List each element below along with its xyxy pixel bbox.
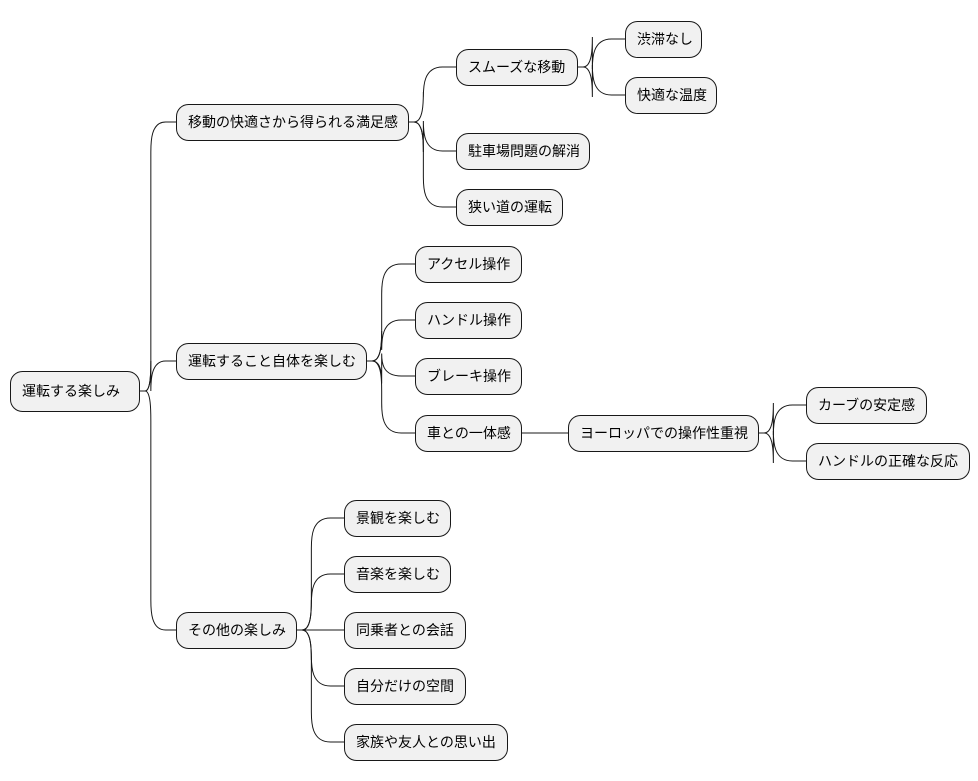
node-label-talk: 同乗者との会話 [356, 622, 454, 639]
node-label-precise: ハンドルの正確な反応 [818, 454, 958, 470]
node-label-other: その他の楽しみ [188, 623, 286, 639]
node-label-steer: ハンドル操作 [427, 313, 511, 329]
mindmap-node-temp: 快適な温度 [625, 77, 717, 114]
mindmap-node-nojam: 渋滞なし [625, 21, 702, 58]
edge-comfort-parking [408, 120, 456, 153]
mindmap-node-accel: アクセル操作 [415, 246, 522, 283]
mindmap-node-scenery: 景観を楽しむ [344, 500, 451, 537]
mindmap-node-parking: 駐車場問題の解消 [456, 133, 590, 170]
node-box-brake [415, 358, 522, 395]
edge-root-drive [139, 360, 176, 392]
edge-comfort-narrow [408, 121, 456, 208]
edge-drive-steer [366, 319, 415, 362]
node-label-accel: アクセル操作 [427, 257, 510, 273]
node-box-unity [415, 415, 522, 452]
mindmap-node-memories: 家族や友人との思い出 [344, 724, 508, 761]
node-label-narrow: 狭い道の運転 [468, 200, 552, 216]
node-box-precise [806, 443, 970, 480]
node-box-temp [625, 77, 717, 114]
edge-other-space [296, 629, 344, 687]
node-label-nojam: 渋滞なし [637, 32, 693, 48]
node-box-parking [456, 133, 590, 170]
node-box-talk [344, 612, 466, 649]
node-box-comfort [176, 104, 409, 141]
node-label-memories: 家族や友人との思い出 [356, 734, 496, 751]
node-label-smooth: スムーズな移動 [468, 60, 565, 76]
mindmap-node-space: 自分だけの空間 [344, 668, 466, 705]
node-label-root: 運転する楽しみ [22, 384, 120, 400]
node-box-drive [176, 343, 367, 380]
node-label-brake: ブレーキ操作 [427, 368, 511, 385]
node-label-drive: 運転すること自体を楽しむ [188, 354, 356, 370]
edge-comfort-smooth [408, 66, 456, 123]
node-box-narrow [456, 189, 563, 226]
edge-drive-brake [366, 353, 415, 384]
edge-other-memories [296, 629, 344, 743]
mindmap-node-narrow: 狭い道の運転 [456, 189, 563, 226]
node-label-space: 自分だけの空間 [356, 679, 454, 695]
edge-smooth-nojam [577, 36, 625, 70]
node-label-comfort: 移動の快適さから得られる満足感 [188, 114, 398, 131]
node-box-space [344, 668, 466, 705]
node-box-other [176, 612, 297, 649]
mindmap-node-music: 音楽を楽しむ [344, 556, 451, 593]
edge-euro-precise [758, 430, 806, 464]
mindmap-node-curve: カーブの安定感 [806, 387, 927, 424]
mindmap-node-unity: 車との一体感 [415, 415, 522, 452]
node-box-steer [415, 302, 522, 339]
mindmap-edges [139, 36, 806, 743]
edge-root-other [139, 390, 176, 631]
edge-drive-unity [366, 360, 415, 434]
mindmap-node-other: その他の楽しみ [176, 612, 297, 649]
mindmap-node-root: 運転する楽しみ [10, 371, 140, 412]
node-label-euro: ヨーロッパでの操作性重視 [580, 426, 748, 442]
edge-drive-accel [366, 263, 415, 362]
edge-smooth-temp [577, 64, 625, 98]
node-label-temp: 快適な温度 [637, 87, 707, 104]
mindmap-nodes: 運転する楽しみ 移動の快適さから得られる満足感 スムーズな移動 渋滞なし快適な温度駐車… [10, 21, 970, 761]
mindmap-node-smooth: スムーズな移動 [456, 49, 578, 86]
node-label-parking: 駐車場問題の解消 [468, 143, 580, 160]
node-box-nojam [625, 21, 702, 58]
node-box-scenery [344, 500, 451, 537]
mindmap-node-steer: ハンドル操作 [415, 302, 522, 339]
mindmap-node-comfort: 移動の快適さから得られる満足感 [176, 104, 409, 141]
mindmap-node-euro: ヨーロッパでの操作性重視 [568, 415, 759, 452]
node-label-music: 音楽を楽しむ [356, 566, 440, 583]
edge-euro-curve [758, 402, 806, 436]
mindmap-node-drive: 運転すること自体を楽しむ [176, 343, 367, 380]
mindmap-node-precise: ハンドルの正確な反応 [806, 443, 970, 480]
node-box-euro [568, 415, 759, 452]
node-label-curve: カーブの安定感 [818, 397, 915, 414]
node-box-music [344, 556, 451, 593]
edge-root-comfort [139, 121, 176, 392]
node-box-accel [415, 246, 522, 283]
node-label-unity: 車との一体感 [427, 425, 511, 442]
mindmap-node-brake: ブレーキ操作 [415, 358, 522, 395]
node-label-scenery: 景観を楽しむ [356, 510, 440, 527]
node-box-root [10, 371, 140, 412]
edge-other-music [296, 573, 344, 631]
node-box-smooth [456, 49, 578, 86]
node-box-curve [806, 387, 927, 424]
mindmap-node-talk: 同乗者との会話 [344, 612, 466, 649]
node-box-memories [344, 724, 508, 761]
